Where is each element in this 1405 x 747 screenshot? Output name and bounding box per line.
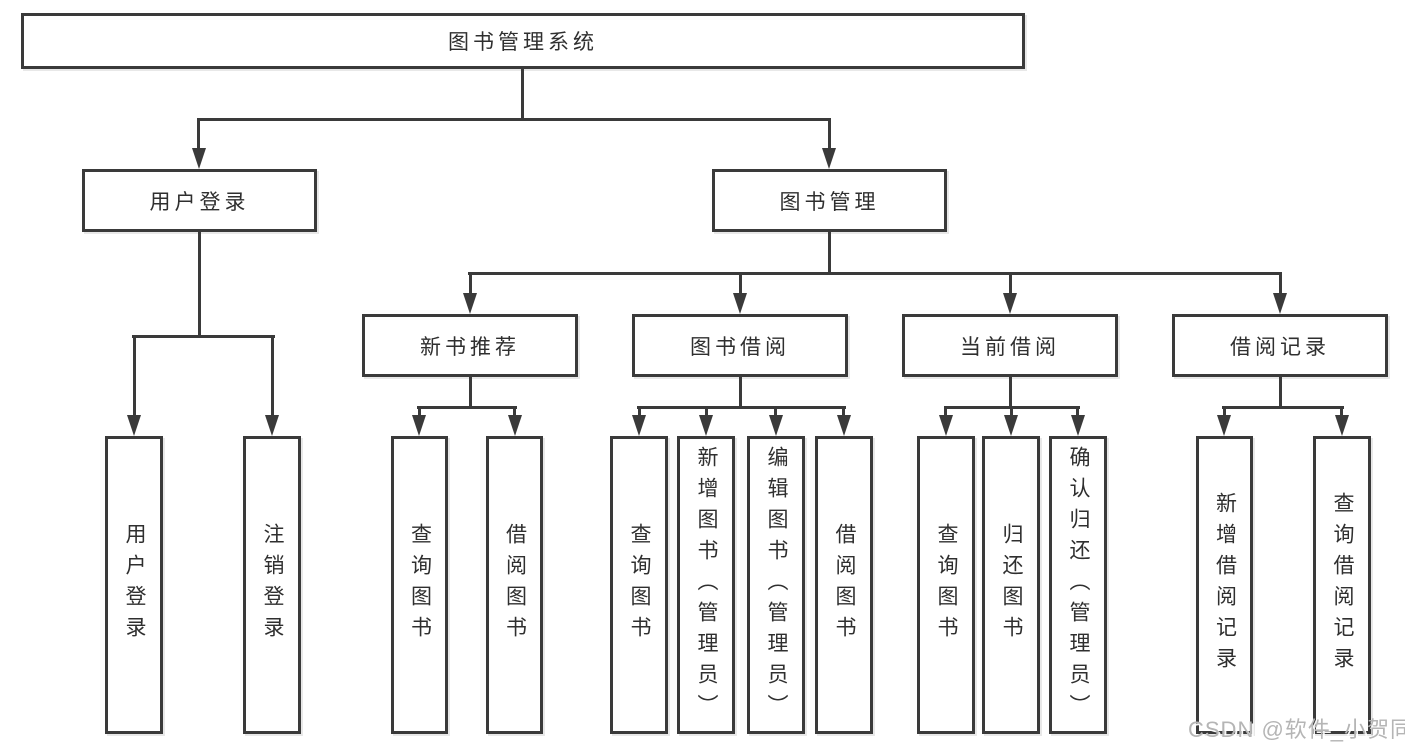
arrow-down-icon — [939, 415, 953, 436]
node-new-book-recommend: 新书推荐 — [362, 314, 578, 377]
connector-stem — [1010, 406, 1013, 415]
arrow-down-icon — [769, 415, 783, 436]
arrow-down-icon — [192, 148, 206, 169]
leaf-query-book-borrow: 查询图书 — [610, 436, 668, 734]
csdn-watermark: CSDN @软件_小贺同学 — [1188, 717, 1405, 742]
node-book-borrow: 图书借阅 — [632, 314, 848, 377]
leaf-return-book: 归还图书 — [982, 436, 1040, 734]
connector-borrow-records-vertical — [1279, 377, 1282, 406]
connector-stem-leaf-logout — [271, 335, 274, 415]
leaf-confirm-return-admin: 确认归还（管理员） — [1049, 436, 1107, 734]
node-library-system: 图书管理系统 — [21, 13, 1025, 69]
arrow-down-icon — [265, 415, 279, 436]
leaf-confirm-return-admin-label: 确认归还（管理员） — [1067, 445, 1090, 725]
connector-stem — [513, 406, 516, 415]
node-book-management: 图书管理 — [712, 169, 947, 232]
leaf-borrow-book: 借阅图书 — [815, 436, 873, 734]
connector-stem-borrow-records — [1279, 272, 1282, 293]
leaf-user-login-label: 用户登录 — [123, 523, 146, 647]
arrow-down-icon — [733, 293, 747, 314]
leaf-query-book-current: 查询图书 — [917, 436, 975, 734]
node-current-borrow-label: 当前借阅 — [960, 335, 1060, 359]
connector-new-book-vertical — [469, 377, 472, 406]
connector-new-book-horizontal — [417, 406, 517, 409]
connector-stem — [944, 406, 947, 415]
arrow-down-icon — [822, 148, 836, 169]
node-borrow-records-label: 借阅记录 — [1230, 335, 1330, 359]
leaf-borrow-book-newbook: 借阅图书 — [486, 436, 543, 734]
leaf-user-login: 用户登录 — [105, 436, 163, 734]
connector-book-mgmt-vertical — [828, 232, 831, 272]
arrow-down-icon — [1335, 415, 1349, 436]
node-current-borrow: 当前借阅 — [902, 314, 1118, 377]
leaf-logout: 注销登录 — [243, 436, 301, 734]
node-book-borrow-label: 图书借阅 — [690, 335, 790, 359]
arrow-down-icon — [1273, 293, 1287, 314]
leaf-borrow-book-label: 借阅图书 — [833, 523, 856, 647]
connector-stem — [1076, 406, 1079, 415]
arrow-down-icon — [837, 415, 851, 436]
arrow-down-icon — [463, 293, 477, 314]
leaf-query-book-current-label: 查询图书 — [935, 523, 958, 647]
connector-book-borrow-vertical — [739, 377, 742, 406]
connector-stem — [1340, 406, 1343, 415]
connector-stem — [418, 406, 421, 415]
leaf-add-borrow-record-label: 新增借阅记录 — [1213, 492, 1237, 678]
connector-level2-horizontal — [197, 118, 831, 121]
leaf-query-borrow-record: 查询借阅记录 — [1313, 436, 1371, 734]
connector-stem — [1223, 406, 1226, 415]
arrow-down-icon — [1071, 415, 1085, 436]
connector-stem — [774, 406, 777, 415]
connector-user-login-vertical — [198, 232, 201, 335]
connector-stem-leaf-login — [133, 335, 136, 415]
connector-stem-book-mgmt — [828, 118, 831, 148]
leaf-return-book-label: 归还图书 — [1000, 523, 1023, 647]
arrow-down-icon — [412, 415, 426, 436]
leaf-add-book-admin-label: 新增图书（管理员） — [695, 445, 718, 725]
node-book-management-label: 图书管理 — [779, 190, 880, 214]
connector-stem-user-login — [197, 118, 200, 148]
leaf-query-book-newbook-label: 查询图书 — [408, 523, 432, 647]
leaf-edit-book-admin: 编辑图书（管理员） — [747, 436, 805, 734]
leaf-query-book-borrow-label: 查询图书 — [628, 523, 651, 647]
node-user-login-label: 用户登录 — [149, 190, 250, 214]
connector-book-borrow-horizontal — [637, 406, 846, 409]
connector-stem-current-borrow — [1009, 272, 1012, 293]
connector-stem-book-borrow — [739, 272, 742, 293]
leaf-borrow-book-newbook-label: 借阅图书 — [503, 523, 527, 647]
leaf-query-book-newbook: 查询图书 — [391, 436, 448, 734]
arrow-down-icon — [632, 415, 646, 436]
leaf-add-borrow-record: 新增借阅记录 — [1196, 436, 1253, 734]
arrow-down-icon — [127, 415, 141, 436]
connector-current-borrow-vertical — [1009, 377, 1012, 406]
arrow-down-icon — [699, 415, 713, 436]
connector-stem-new-book — [469, 272, 472, 293]
connector-stem — [842, 406, 845, 415]
arrow-down-icon — [1003, 293, 1017, 314]
arrow-down-icon — [1217, 415, 1231, 436]
connector-borrow-records-horizontal — [1222, 406, 1344, 409]
connector-user-login-horizontal — [132, 335, 275, 338]
leaf-query-borrow-record-label: 查询借阅记录 — [1331, 492, 1354, 678]
node-new-book-recommend-label: 新书推荐 — [420, 335, 520, 359]
connector-level3-horizontal — [468, 272, 1282, 275]
node-user-login: 用户登录 — [82, 169, 317, 232]
node-library-system-label: 图书管理系统 — [448, 31, 598, 54]
connector-stem — [638, 406, 641, 415]
arrow-down-icon — [1004, 415, 1018, 436]
connector-root-vertical — [521, 69, 524, 118]
arrow-down-icon — [508, 415, 522, 436]
leaf-edit-book-admin-label: 编辑图书（管理员） — [765, 445, 788, 725]
connector-stem — [705, 406, 708, 415]
node-borrow-records: 借阅记录 — [1172, 314, 1388, 377]
leaf-add-book-admin: 新增图书（管理员） — [677, 436, 735, 734]
leaf-logout-label: 注销登录 — [261, 523, 284, 647]
